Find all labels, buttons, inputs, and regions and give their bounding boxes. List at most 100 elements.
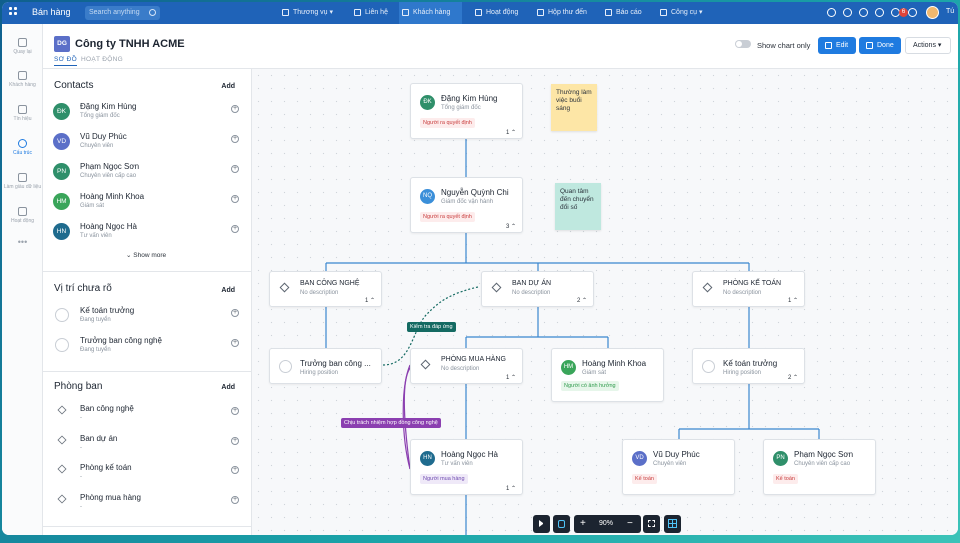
- node-role: Chuyên viên: [653, 461, 687, 467]
- more-icon[interactable]: •••: [17, 237, 28, 247]
- show-chart-toggle[interactable]: [735, 40, 751, 48]
- rail-structure[interactable]: Cấu trúc: [2, 139, 43, 156]
- vacant-item[interactable]: Kế toán trưởng Đang tuyển +: [53, 304, 243, 330]
- node-hire-tech-lead[interactable]: Trưởng ban công ... Hiring position: [269, 348, 382, 384]
- nav-hop-thu-den[interactable]: Hộp thư đến: [534, 2, 587, 24]
- user-avatar[interactable]: [926, 6, 939, 19]
- add-icon[interactable]: +: [231, 496, 239, 504]
- layers-icon: [57, 405, 67, 415]
- contact-item[interactable]: HN Hoàng Ngọc Hà Tư vấn viên +: [53, 220, 243, 246]
- nav-bao-cao[interactable]: Báo cáo: [602, 2, 642, 24]
- add-icon[interactable]: +: [231, 195, 239, 203]
- tab-chart[interactable]: SƠ ĐỒ: [54, 56, 77, 66]
- edge-label[interactable]: Kiểm tra đáp ứng: [407, 322, 456, 332]
- add-icon[interactable]: +: [231, 105, 239, 113]
- sticky-note[interactable]: Thường làm việc buổi sáng: [551, 84, 597, 131]
- user-name[interactable]: Tú: [946, 8, 955, 15]
- grid-toggle-button[interactable]: [664, 515, 681, 533]
- hand-icon: [558, 520, 565, 528]
- contact-item[interactable]: HM Hoàng Minh Khoa Giám sát +: [53, 190, 243, 216]
- add-icon[interactable]: +: [231, 225, 239, 233]
- layers-icon: [702, 282, 713, 293]
- rail-activity[interactable]: Hoạt động: [2, 207, 43, 224]
- nav-label: Hoạt động: [486, 9, 519, 16]
- rail-customer[interactable]: Khách hàng: [2, 71, 43, 88]
- app-name[interactable]: Bán hàng: [32, 7, 71, 17]
- sticky-note[interactable]: Quan tâm đến chuyển đổi số: [555, 183, 601, 230]
- node-dept-tech[interactable]: BAN CÔNG NGHỆ No description 1 ⌃: [269, 271, 382, 307]
- node-dept-project[interactable]: BAN DỰ ÁN No description 2 ⌃: [481, 271, 594, 307]
- dept-name: BAN DỰ ÁN: [512, 280, 552, 287]
- child-count[interactable]: 1 ⌃: [505, 486, 516, 492]
- zoom-out-icon[interactable]: −: [627, 518, 633, 529]
- node-role: Tư vấn viên: [441, 461, 473, 467]
- child-count[interactable]: 1 ⌃: [505, 130, 516, 136]
- edge-label[interactable]: Chịu trách nhiệm hợp đồng công nghệ: [341, 418, 441, 428]
- help-icon[interactable]: [859, 8, 868, 17]
- search-input[interactable]: Search anything: [85, 6, 160, 20]
- node-name: Kế toán trưởng: [723, 359, 778, 368]
- node-dept-purchase[interactable]: PHÒNG MUA HÀNG No description 1 ⌃: [410, 348, 523, 384]
- tab-activity[interactable]: HOẠT ĐỘNG: [81, 56, 123, 63]
- node-hire-chief-accountant[interactable]: Kế toán trưởng Hiring position 2 ⌃: [692, 348, 805, 384]
- contact-item[interactable]: ĐK Đặng Kim Hùng Tổng giám đốc +: [53, 100, 243, 126]
- fit-view-button[interactable]: [643, 515, 660, 533]
- node-ha[interactable]: HN Hoàng Ngọc Hà Tư vấn viên Người mua h…: [410, 439, 523, 495]
- org-chart-canvas[interactable]: ĐK Đặng Kim Hùng Tổng giám đốc Người ra …: [252, 69, 958, 535]
- show-more-button[interactable]: ⌄ Show more: [126, 252, 167, 259]
- add-icon[interactable]: +: [231, 165, 239, 173]
- nav-thuong-vu[interactable]: Thương vụ ▾: [279, 2, 333, 24]
- settings-icon[interactable]: [843, 8, 852, 17]
- nav-khach-hang[interactable]: Khách hàng: [399, 2, 462, 24]
- node-ceo[interactable]: ĐK Đặng Kim Hùng Tổng giám đốc Người ra …: [410, 83, 523, 139]
- child-count[interactable]: 1 ⌃: [787, 298, 798, 304]
- node-phuc[interactable]: VD Vũ Duy Phúc Chuyên viên Kế toán: [622, 439, 735, 495]
- rail-enrich[interactable]: Làm giàu dữ liệu: [2, 173, 43, 190]
- nav-label: Liên hệ: [365, 9, 388, 16]
- app-grid-icon[interactable]: [9, 7, 19, 17]
- child-count[interactable]: 2 ⌃: [787, 375, 798, 381]
- select-tool-button[interactable]: [533, 515, 550, 533]
- add-dept-button[interactable]: Add: [221, 384, 235, 391]
- add-icon[interactable]: +: [231, 309, 239, 317]
- child-count[interactable]: 3 ⌃: [505, 224, 516, 230]
- done-label: Done: [877, 42, 894, 49]
- vacant-status: Đang tuyển: [80, 347, 111, 353]
- add-contact-button[interactable]: Add: [221, 83, 235, 90]
- add-icon[interactable]: +: [231, 437, 239, 445]
- edit-button[interactable]: Edit: [818, 37, 856, 54]
- contact-item[interactable]: PN Phạm Ngọc Sơn Chuyên viên cấp cao +: [53, 160, 243, 186]
- child-count[interactable]: 2 ⌃: [576, 298, 587, 304]
- dept-item[interactable]: Phòng mua hàng - +: [53, 491, 243, 517]
- done-button[interactable]: Done: [859, 37, 901, 54]
- pan-tool-button[interactable]: [553, 515, 570, 533]
- node-son[interactable]: PN Phạm Ngọc Sơn Chuyên viên cấp cao Kế …: [763, 439, 876, 495]
- dept-item[interactable]: Phòng kế toán - +: [53, 461, 243, 487]
- page-header: DG Công ty TNHH ACME SƠ ĐỒ HOẠT ĐỘNG Sho…: [43, 24, 958, 69]
- nav-hoat-dong[interactable]: Hoạt động: [472, 2, 518, 24]
- rail-signals[interactable]: Tín hiệu: [2, 105, 43, 122]
- dept-item[interactable]: Ban dự án - +: [53, 432, 243, 458]
- bell-icon[interactable]: [908, 8, 917, 17]
- child-count[interactable]: 1 ⌃: [364, 298, 375, 304]
- dept-item[interactable]: Ban công nghệ - +: [53, 402, 243, 428]
- add-icon[interactable]: +: [231, 466, 239, 474]
- actions-button[interactable]: Actions ▾: [905, 37, 951, 54]
- child-count[interactable]: 1 ⌃: [505, 375, 516, 381]
- node-coo[interactable]: NQ Nguyễn Quỳnh Chi Giám đốc vận hành Ng…: [410, 177, 523, 233]
- add-icon[interactable]: +: [231, 135, 239, 143]
- node-dept-accounting[interactable]: PHÒNG KẾ TOÁN No description 1 ⌃: [692, 271, 805, 307]
- add-icon[interactable]: +: [231, 407, 239, 415]
- add-icon[interactable]: +: [231, 339, 239, 347]
- contact-item[interactable]: VD Vũ Duy Phúc Chuyên viên +: [53, 130, 243, 156]
- apps-icon[interactable]: [875, 8, 884, 17]
- nav-lien-he[interactable]: Liên hệ: [351, 2, 388, 24]
- add-icon[interactable]: [827, 8, 836, 17]
- node-khoa[interactable]: HM Hoàng Minh Khoa Giám sát Người có ảnh…: [551, 348, 664, 402]
- rail-back[interactable]: Quay lại: [2, 38, 43, 55]
- zoom-in-icon[interactable]: +: [580, 518, 586, 529]
- vacant-name: Trưởng ban công nghệ: [80, 336, 162, 345]
- vacant-item[interactable]: Trưởng ban công nghệ Đang tuyển +: [53, 334, 243, 360]
- add-vacant-button[interactable]: Add: [221, 287, 235, 294]
- nav-cong-cu[interactable]: Công cụ ▾: [657, 2, 703, 24]
